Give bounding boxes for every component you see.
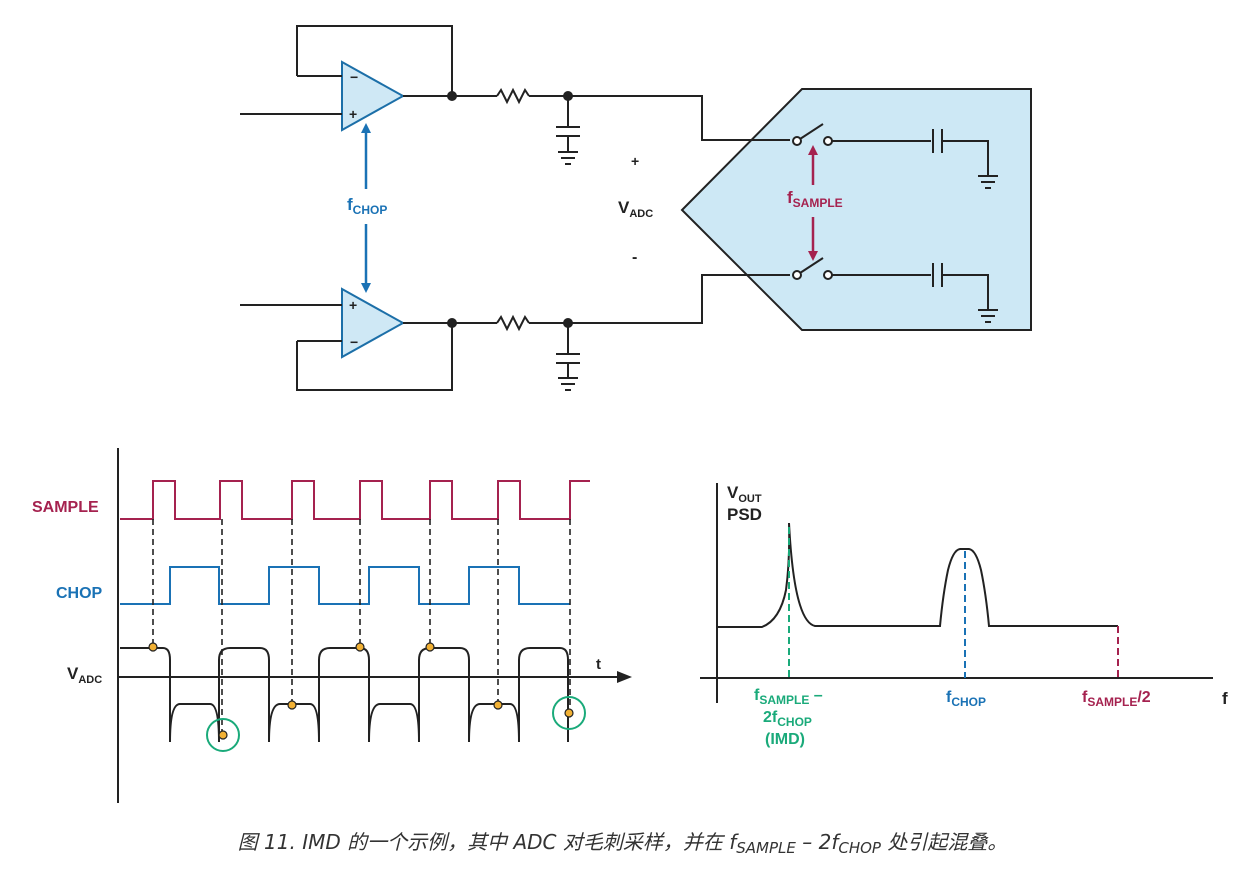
figure-caption: 图 11. IMD 的一个示例，其中 ADC 对毛刺采样，并在 fSAMPLE …: [237, 830, 1008, 857]
opamp-top: [341, 60, 406, 132]
chop-label: CHOP: [56, 585, 103, 602]
vadc-circuit-label: VADC: [618, 198, 653, 220]
adc-block: [680, 88, 1032, 331]
psd-curve: [717, 522, 1118, 628]
psd-x-label: f: [1222, 689, 1228, 708]
sample-label: SAMPLE: [32, 499, 99, 516]
opamp-top-minus: −: [350, 69, 358, 85]
sample-waveform: [120, 480, 590, 520]
vadc-plus: +: [631, 153, 639, 169]
vadc-waveform: [120, 647, 569, 743]
opamp-bottom: [341, 287, 406, 359]
imd-label-line2: 2fCHOP: [763, 709, 812, 729]
opamp-bottom-plus: +: [349, 297, 357, 313]
fsample-label: fSAMPLE: [787, 188, 843, 210]
resistor-top: [496, 87, 530, 105]
chop-waveform: [120, 566, 570, 605]
circuit: [240, 25, 1032, 391]
vadc-timing-label: VADC: [67, 664, 102, 686]
t-axis-label: t: [596, 656, 601, 673]
resistor-bottom: [496, 314, 530, 332]
psd-y-label-v: VOUT: [727, 483, 762, 505]
opamp-bottom-minus: −: [350, 334, 358, 350]
timing-diagram: t SAMPLE CHOP VADC: [32, 448, 632, 803]
vadc-minus: -: [632, 249, 637, 266]
fchop-psd-label: fCHOP: [946, 689, 986, 709]
nyquist-label: fSAMPLE/2: [1082, 689, 1151, 709]
psd-plot: VOUT PSD f fSAMPLE – 2fCHOP (IMD) fCHOP …: [700, 483, 1228, 748]
fchop-label: fCHOP: [347, 195, 387, 217]
imd-label-line1: fSAMPLE –: [754, 687, 823, 707]
opamp-top-plus: +: [349, 106, 357, 122]
imd-label-line3: (IMD): [765, 731, 805, 748]
psd-y-label-psd: PSD: [727, 505, 762, 524]
